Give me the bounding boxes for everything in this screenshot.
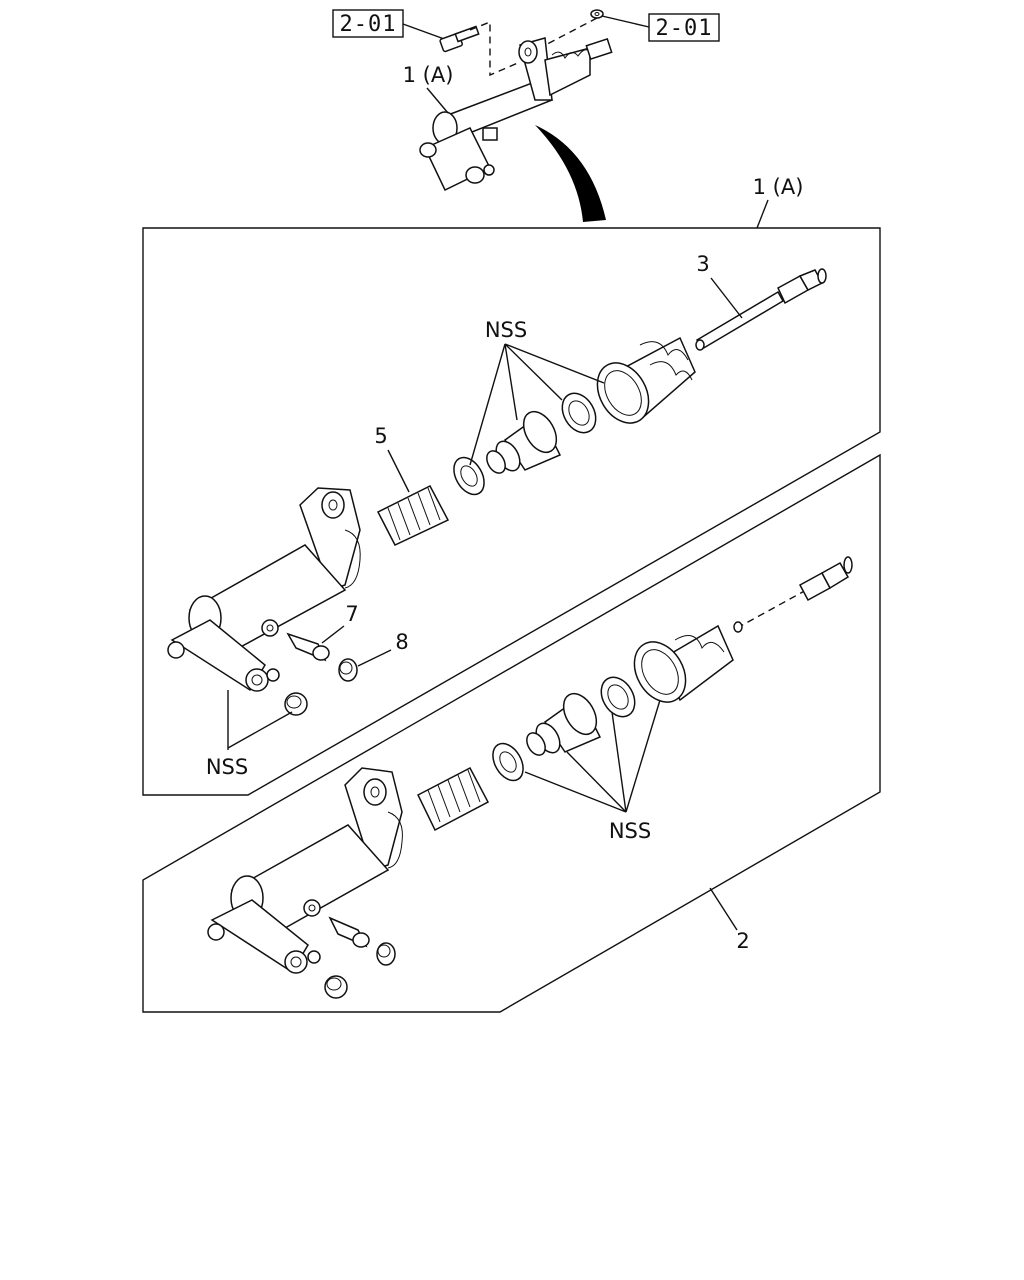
- ref-box-right[interactable]: 2-01: [648, 13, 720, 42]
- ref-box-left[interactable]: 2-01: [332, 9, 404, 38]
- leader-top-assembly: [426, 87, 449, 114]
- mounting-bolt: [439, 25, 480, 53]
- leaders-nss-lower-seals: [524, 699, 661, 813]
- bolt-path-dashed: [469, 20, 521, 77]
- lower-push-rod: [733, 556, 853, 633]
- lower-piston: [526, 692, 602, 756]
- leader-part-3: [710, 277, 743, 319]
- upper-spring: [376, 485, 450, 546]
- lower-cup-seal: [492, 742, 524, 782]
- label-top-assembly: 1 (A): [403, 63, 454, 87]
- label-part-8: 8: [395, 630, 408, 654]
- upper-cup-seal: [453, 456, 485, 496]
- upper-piston: [486, 410, 562, 474]
- panel-2-frame: [142, 453, 881, 1013]
- upper-dust-boot: [596, 336, 696, 424]
- mounting-washer: [590, 9, 604, 19]
- top-cylinder-assembly: [419, 37, 613, 192]
- upper-bleeder-screw: [286, 632, 330, 662]
- upper-cylinder-body: [167, 487, 361, 692]
- leader-right-ref: [601, 15, 650, 28]
- label-nss-lower-seals: NSS: [609, 819, 651, 843]
- svg-text:2-01: 2-01: [340, 12, 397, 37]
- leader-part-5: [387, 449, 410, 493]
- svg-text:2-01: 2-01: [656, 16, 713, 41]
- lower-spring: [417, 766, 490, 832]
- lower-bleeder-screw: [328, 916, 370, 948]
- upper-push-rod: [695, 268, 827, 351]
- leaders-nss-upper-body: [227, 690, 293, 750]
- upper-dust-plug: [284, 692, 308, 716]
- label-part-3: 3: [696, 252, 709, 276]
- label-part-5: 5: [374, 424, 387, 448]
- lower-dust-plug: [324, 975, 348, 999]
- leader-part-2: [709, 887, 738, 931]
- explode-arrow: [535, 125, 606, 222]
- leader-panel-assembly: [756, 199, 769, 229]
- label-part-2: 2: [736, 929, 749, 953]
- label-nss-upper-seals: NSS: [485, 318, 527, 342]
- label-nss-upper-body: NSS: [206, 755, 248, 779]
- label-panel-assembly: 1 (A): [753, 175, 804, 199]
- upper-bleeder-cap: [338, 658, 358, 682]
- lower-bleeder-cap: [376, 942, 396, 966]
- leaders-nss-upper-seals: [469, 343, 605, 466]
- lower-dust-boot: [633, 624, 734, 703]
- lower-cylinder-body: [207, 767, 403, 974]
- leader-part-7: [321, 625, 345, 644]
- label-part-7: 7: [345, 602, 358, 626]
- upper-ring-seal: [561, 392, 597, 434]
- leader-left-ref: [402, 23, 448, 41]
- leader-part-8: [357, 649, 392, 667]
- panel-1a-frame: [142, 227, 881, 796]
- lower-ring-seal: [600, 676, 636, 718]
